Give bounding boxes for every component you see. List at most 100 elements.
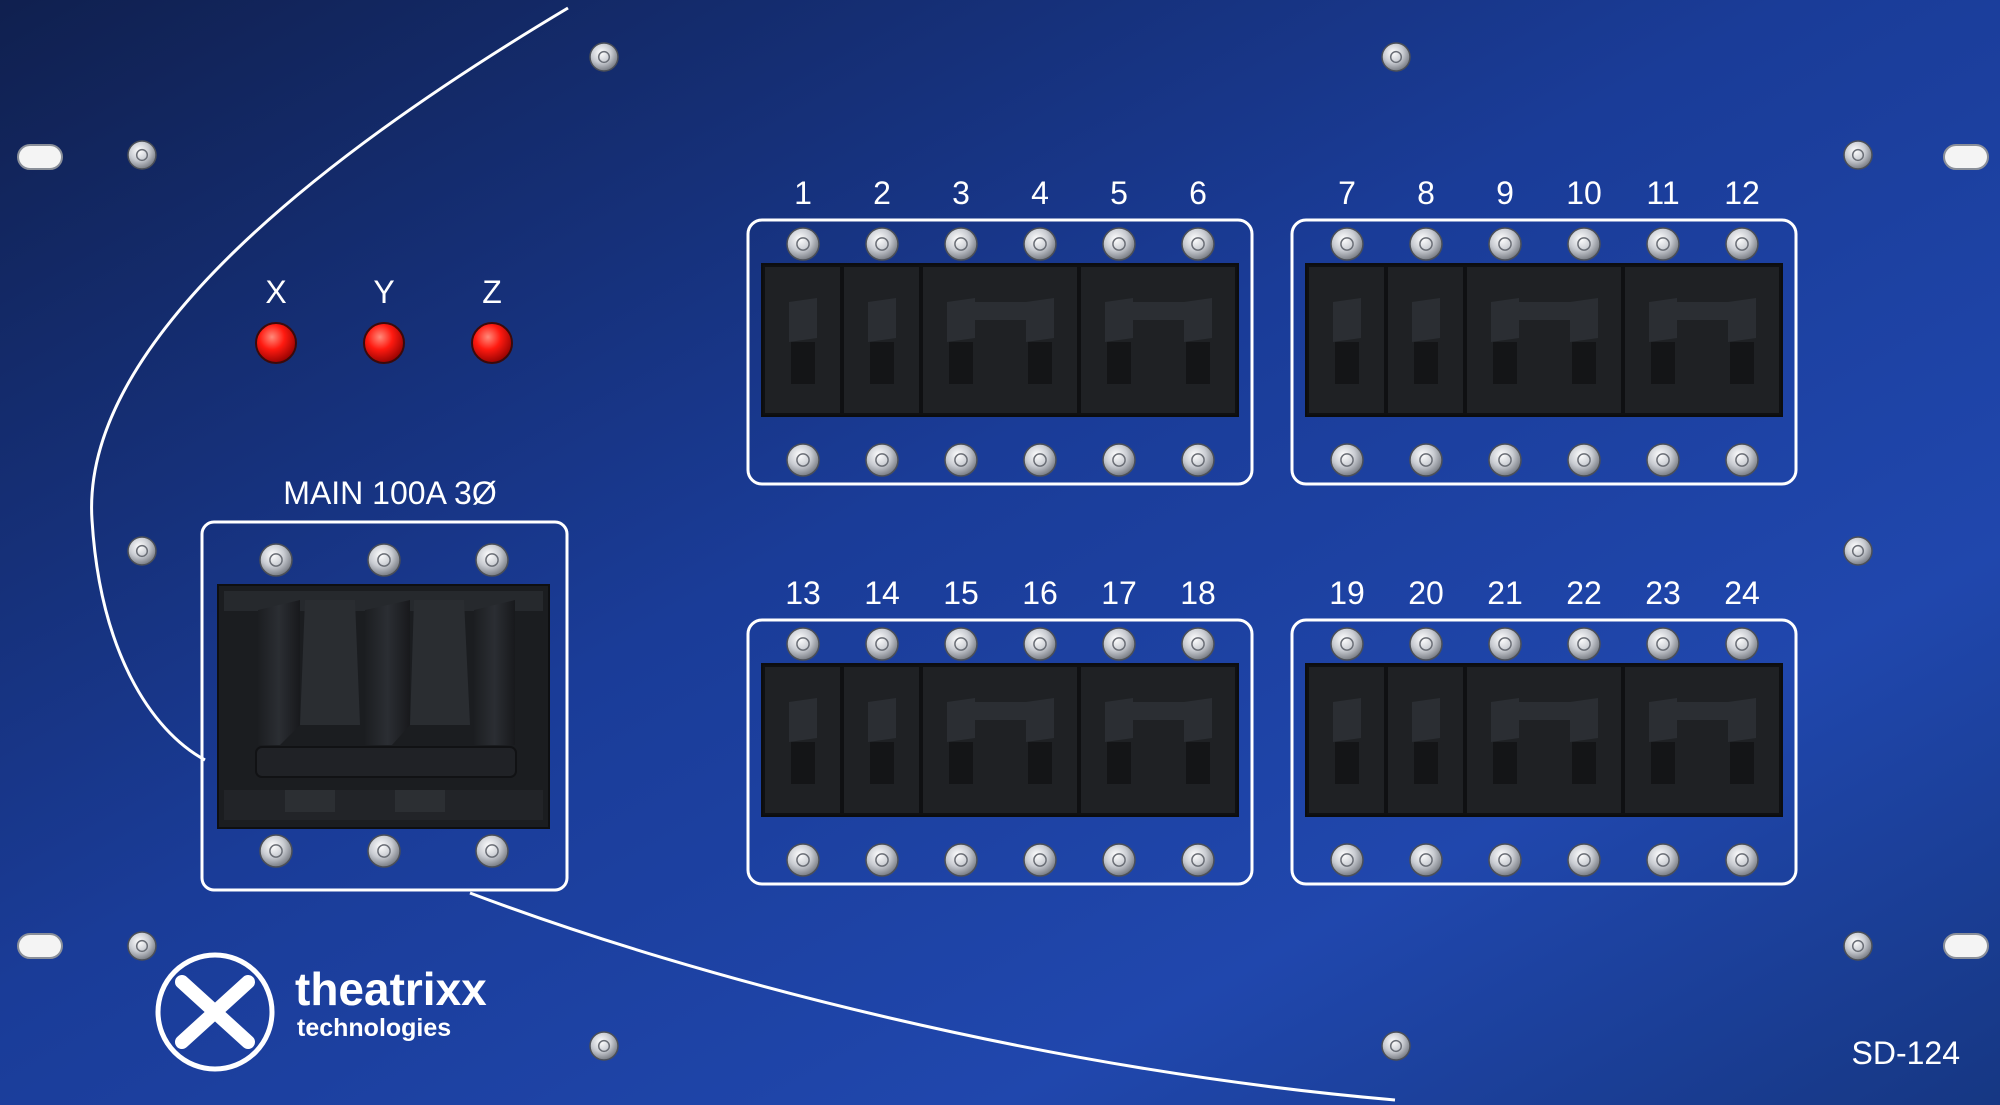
brand-name: theatrixx (295, 963, 487, 1015)
screw-icon (589, 42, 619, 72)
channel-breaker-toggle[interactable] (1649, 698, 1677, 784)
channel-number: 3 (952, 175, 970, 211)
channel-breaker-toggle[interactable] (1026, 298, 1054, 384)
panel-screws (127, 42, 1873, 1061)
channel-breaker-toggle[interactable] (1333, 298, 1361, 384)
channel-number: 5 (1110, 175, 1128, 211)
channel-breaker-toggle[interactable] (1412, 298, 1440, 384)
channel-breaker-toggle[interactable] (789, 698, 817, 784)
channel-breaker-toggle[interactable] (789, 298, 817, 384)
channel-number: 12 (1724, 175, 1760, 211)
screw-icon (786, 227, 820, 261)
channel-breaker-toggle[interactable] (1184, 298, 1212, 384)
screw-icon (259, 543, 293, 577)
channel-number: 18 (1180, 575, 1216, 611)
channel-breaker-toggle[interactable] (1570, 298, 1598, 384)
screw-icon (1181, 843, 1215, 877)
screw-icon (1181, 227, 1215, 261)
channel-breaker-toggle[interactable] (1570, 698, 1598, 784)
screw-icon (475, 543, 509, 577)
channel-breaker-toggle[interactable] (1491, 298, 1519, 384)
screw-icon (1409, 227, 1443, 261)
screw-icon (1409, 443, 1443, 477)
channel-breaker-toggle[interactable] (947, 698, 975, 784)
screw-icon (1102, 843, 1136, 877)
screw-icon (1567, 443, 1601, 477)
channel-breaker-toggle[interactable] (1026, 698, 1054, 784)
screw-icon (475, 834, 509, 868)
screw-icon (944, 627, 978, 661)
phase-label-z: Z (482, 274, 502, 310)
phase-label-y: Y (373, 274, 394, 310)
screw-icon (944, 843, 978, 877)
screw-icon (944, 227, 978, 261)
phase-led-z (471, 322, 513, 364)
screw-icon (786, 627, 820, 661)
screw-icon (1725, 843, 1759, 877)
screw-icon (1488, 627, 1522, 661)
screw-icon (786, 843, 820, 877)
channel-breaker-toggle[interactable] (1728, 298, 1756, 384)
channel-breaker-toggle[interactable] (1728, 698, 1756, 784)
decorative-curve-lower (469, 891, 1396, 1102)
main-breaker-label: MAIN 100A 3Ø (283, 475, 496, 511)
screw-icon (865, 227, 899, 261)
channel-number: 6 (1189, 175, 1207, 211)
channel-number: 19 (1329, 575, 1365, 611)
rack-mount-slot (1943, 144, 1989, 170)
channel-number: 23 (1645, 575, 1681, 611)
screw-icon (1102, 627, 1136, 661)
screw-icon (1646, 227, 1680, 261)
screw-icon (1381, 1031, 1411, 1061)
screw-icon (1725, 627, 1759, 661)
screw-icon (1102, 443, 1136, 477)
screw-icon (1488, 443, 1522, 477)
channel-breaker-toggle[interactable] (868, 298, 896, 384)
channel-number: 13 (785, 575, 821, 611)
screw-icon (1725, 227, 1759, 261)
screw-icon (1843, 536, 1873, 566)
screw-icon (1330, 627, 1364, 661)
screw-icon (1409, 627, 1443, 661)
channel-number: 16 (1022, 575, 1058, 611)
channel-number: 14 (864, 575, 900, 611)
channel-breaker-toggle[interactable] (1491, 698, 1519, 784)
screw-icon (1488, 843, 1522, 877)
screw-icon (865, 627, 899, 661)
channel-breaker-toggle[interactable] (1105, 698, 1133, 784)
channel-breaker-toggle[interactable] (1412, 698, 1440, 784)
channel-number: 2 (873, 175, 891, 211)
channel-breaker-toggle[interactable] (947, 298, 975, 384)
channel-number: 9 (1496, 175, 1514, 211)
rack-mount-slot (1943, 933, 1989, 959)
rack-mount-slot (17, 144, 63, 170)
screw-icon (589, 1031, 619, 1061)
rack-ears (17, 144, 1989, 959)
channel-number: 1 (794, 175, 812, 211)
channel-breaker-toggle[interactable] (1649, 298, 1677, 384)
channel-number: 24 (1724, 575, 1760, 611)
main-breaker-handle[interactable] (255, 600, 517, 812)
screw-icon (1646, 627, 1680, 661)
screw-icon (367, 543, 401, 577)
channel-number: 10 (1566, 175, 1602, 211)
screw-icon (1330, 443, 1364, 477)
screw-icon (1330, 227, 1364, 261)
channel-breaker-toggle[interactable] (1333, 698, 1361, 784)
channel-breaker-toggle[interactable] (1184, 698, 1212, 784)
screw-icon (127, 931, 157, 961)
screw-icon (1381, 42, 1411, 72)
channel-number: 22 (1566, 575, 1602, 611)
model-number: SD-124 (1852, 1035, 1961, 1071)
channel-breaker-toggle[interactable] (1105, 298, 1133, 384)
phase-label-x: X (265, 274, 286, 310)
channel-breaker-toggle[interactable] (868, 698, 896, 784)
screw-icon (1567, 227, 1601, 261)
main-breaker[interactable] (200, 520, 569, 892)
screw-icon (1102, 227, 1136, 261)
